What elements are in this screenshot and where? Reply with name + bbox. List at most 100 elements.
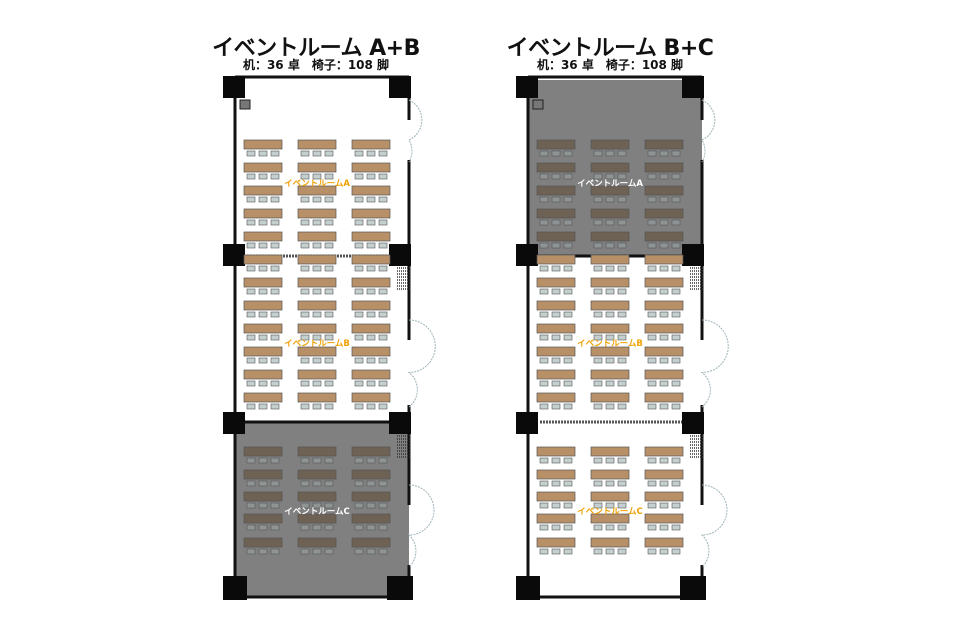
chair <box>539 334 549 341</box>
table-set <box>243 139 283 157</box>
chair <box>605 150 615 157</box>
chair <box>647 548 657 555</box>
table <box>590 185 630 196</box>
chair <box>354 219 364 226</box>
table <box>590 369 630 380</box>
vent-grille <box>690 267 703 290</box>
table <box>590 446 630 457</box>
chair <box>551 403 561 410</box>
chair <box>593 380 603 387</box>
table <box>536 231 576 242</box>
plan-capacity-ab: 机：36 卓 椅子：108 脚 <box>242 58 390 72</box>
table-set <box>590 469 630 487</box>
table-set <box>243 491 283 509</box>
table-set <box>644 323 684 341</box>
table <box>590 392 630 403</box>
chair <box>258 380 268 387</box>
table-set <box>536 469 576 487</box>
table <box>243 469 283 480</box>
table <box>644 231 684 242</box>
chair <box>354 311 364 318</box>
chair <box>378 502 388 509</box>
table-set <box>243 277 283 295</box>
table <box>536 346 576 357</box>
table-set <box>536 208 576 226</box>
chair <box>605 173 615 180</box>
table <box>351 254 391 265</box>
table-set <box>297 254 337 272</box>
table <box>351 346 391 357</box>
chair <box>246 265 256 272</box>
vent-grille <box>397 267 410 290</box>
chair <box>324 480 334 487</box>
chair <box>539 380 549 387</box>
chair <box>605 457 615 464</box>
chair <box>539 311 549 318</box>
chair <box>605 357 615 364</box>
chair <box>300 288 310 295</box>
table-set <box>590 392 630 410</box>
chair <box>270 150 280 157</box>
chair <box>378 380 388 387</box>
chair <box>617 502 627 509</box>
chair <box>563 173 573 180</box>
chair <box>378 334 388 341</box>
table-set <box>351 369 391 387</box>
chair <box>551 219 561 226</box>
table <box>243 208 283 219</box>
chair <box>354 502 364 509</box>
chair <box>605 548 615 555</box>
chair <box>366 548 376 555</box>
chair <box>366 357 376 364</box>
chair <box>659 242 669 249</box>
table <box>243 446 283 457</box>
chair <box>593 403 603 410</box>
chair <box>246 357 256 364</box>
table-set <box>644 277 684 295</box>
chair <box>671 288 681 295</box>
chair <box>270 357 280 364</box>
table <box>243 513 283 524</box>
vent-grille <box>690 435 703 458</box>
table <box>590 277 630 288</box>
table <box>536 369 576 380</box>
chair <box>366 242 376 249</box>
chair <box>617 242 627 249</box>
table-set <box>243 346 283 364</box>
table <box>536 513 576 524</box>
chair <box>617 548 627 555</box>
table <box>243 491 283 502</box>
chair <box>378 219 388 226</box>
chair <box>593 288 603 295</box>
table-set <box>297 277 337 295</box>
chair <box>258 480 268 487</box>
chair <box>324 357 334 364</box>
chair <box>270 265 280 272</box>
chair <box>324 242 334 249</box>
table <box>351 185 391 196</box>
chair <box>617 457 627 464</box>
chair <box>324 196 334 203</box>
table <box>590 537 630 548</box>
chair <box>617 173 627 180</box>
chair <box>366 219 376 226</box>
table <box>297 139 337 150</box>
chair <box>551 288 561 295</box>
chair <box>366 173 376 180</box>
chair <box>593 457 603 464</box>
chair <box>246 173 256 180</box>
table <box>644 346 684 357</box>
chair <box>593 548 603 555</box>
chair <box>539 173 549 180</box>
table-set <box>644 254 684 272</box>
chair <box>354 380 364 387</box>
chair <box>270 242 280 249</box>
table-set <box>590 139 630 157</box>
chair <box>593 480 603 487</box>
chair <box>593 357 603 364</box>
chair <box>324 150 334 157</box>
chair <box>312 196 322 203</box>
table-set <box>536 537 576 555</box>
room-label: イベントルームC <box>284 507 349 517</box>
